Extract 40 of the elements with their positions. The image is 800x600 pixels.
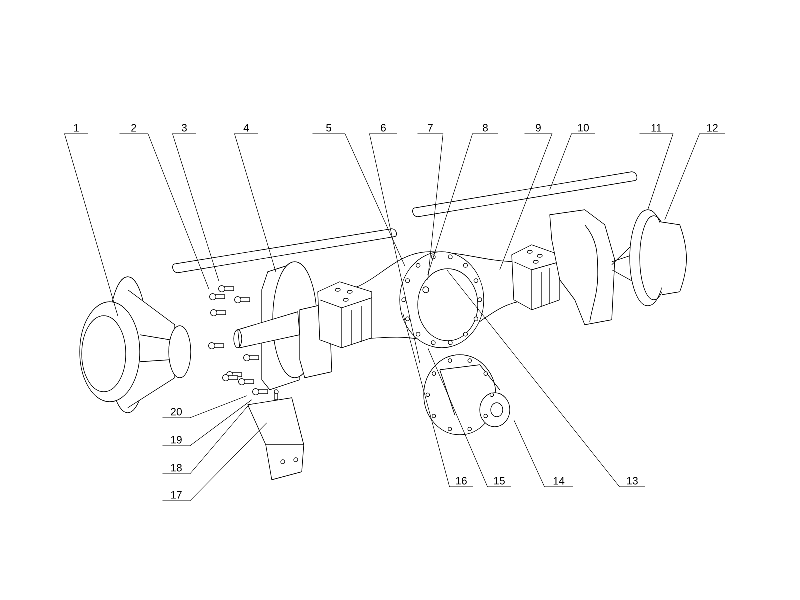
leader-line xyxy=(162,400,252,446)
callout-number: 17 xyxy=(171,491,182,499)
callout-number: 15 xyxy=(494,477,505,485)
callout-number: 10 xyxy=(578,124,590,132)
callout-number: 18 xyxy=(171,464,182,472)
leader-line xyxy=(550,134,596,190)
leader-line xyxy=(119,134,210,290)
leader-line xyxy=(446,270,646,488)
callout-number: 7 xyxy=(428,124,433,132)
leader-line xyxy=(417,134,444,280)
callout-number: 6 xyxy=(381,124,386,132)
callout-number: 19 xyxy=(171,436,182,444)
callout-number: 14 xyxy=(554,477,565,485)
callout-number: 4 xyxy=(244,124,250,132)
leader-line xyxy=(664,134,726,220)
callout-number: 20 xyxy=(171,408,182,416)
leader-line xyxy=(162,396,248,418)
callout-number: 2 xyxy=(132,124,136,132)
callout-number: 3 xyxy=(182,124,187,132)
leader-line xyxy=(428,348,512,488)
callout-number: 11 xyxy=(652,124,662,132)
leader-line xyxy=(64,134,118,316)
callout-number: 16 xyxy=(456,477,467,485)
leader-line xyxy=(514,420,574,488)
leader-line xyxy=(369,134,420,364)
leader-line xyxy=(312,134,406,266)
leader-line xyxy=(162,422,268,502)
callout-number: 9 xyxy=(536,124,541,132)
leader-line xyxy=(162,404,250,474)
leader-line xyxy=(500,134,553,270)
callout-number: 1 xyxy=(74,124,79,132)
callout-number: 12 xyxy=(707,124,718,132)
leader-line xyxy=(428,134,499,276)
leader-line xyxy=(639,134,674,210)
callout-number: 13 xyxy=(627,477,638,485)
leader-line xyxy=(234,134,276,272)
leader-line xyxy=(172,134,220,282)
callout-number: 8 xyxy=(483,124,488,132)
leader-line xyxy=(402,312,474,488)
callout-number: 5 xyxy=(326,124,332,132)
